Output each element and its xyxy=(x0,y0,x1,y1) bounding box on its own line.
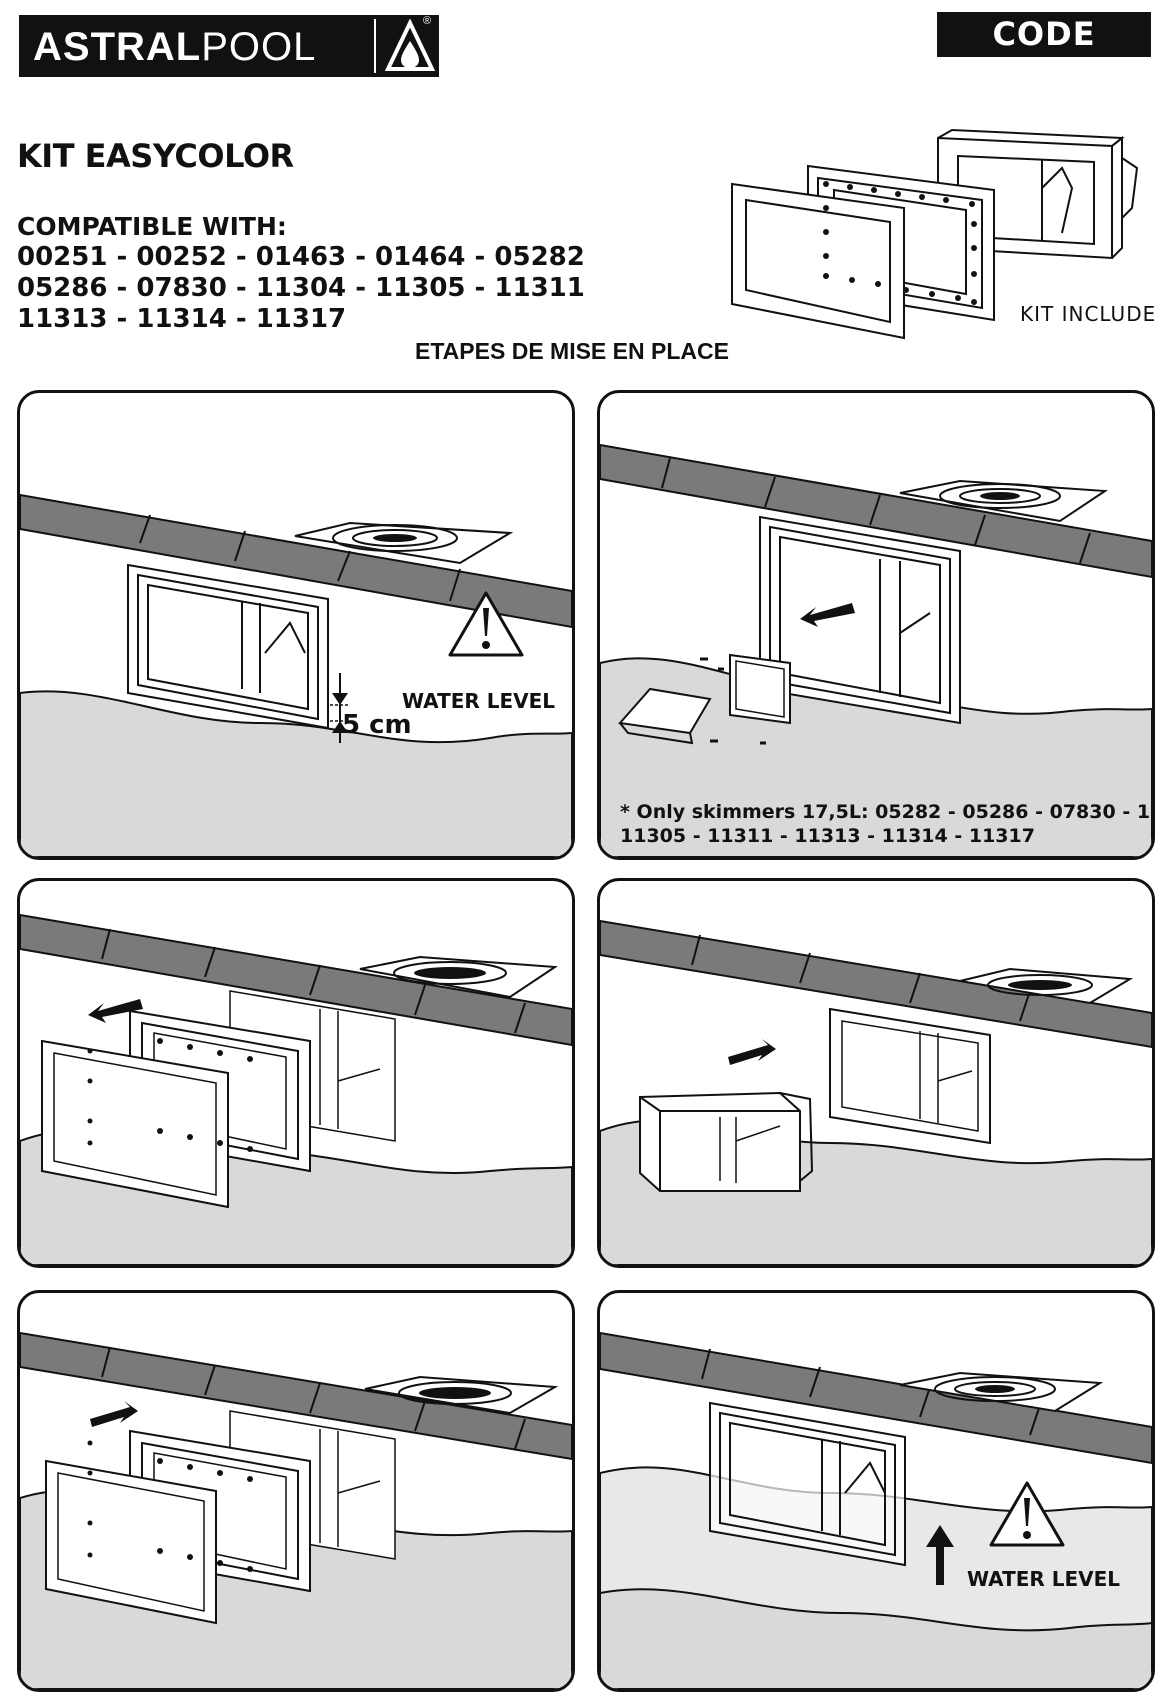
logo-divider xyxy=(374,19,376,73)
step-6-panel: WATER LEVEL xyxy=(597,1290,1155,1692)
kit-include-illustration xyxy=(731,128,1139,340)
astralpool-logo: ASTRALPOOL ® xyxy=(19,15,439,77)
step-2-illustration xyxy=(600,443,1152,857)
step-5-illustration xyxy=(20,1331,572,1689)
steps-title: ETAPES DE MISE EN PLACE xyxy=(415,338,729,364)
step-4-illustration xyxy=(600,919,1152,1265)
distance-label: 5 cm xyxy=(342,710,412,740)
compatible-line-2: 05286 - 07830 - 11304 - 11305 - 11311 xyxy=(17,273,585,303)
step-3-illustration xyxy=(20,913,572,1265)
water-level-label: WATER LEVEL xyxy=(402,689,556,713)
compatible-line-3: 11313 - 11314 - 11317 xyxy=(17,304,347,334)
logo-wordmark: ASTRALPOOL xyxy=(33,25,317,69)
water-level-label-final: WATER LEVEL xyxy=(967,1567,1121,1591)
product-title: KIT EASYCOLOR xyxy=(17,137,294,175)
step-2-panel: * Only skimmers 17,5L: 05282 - 05286 - 0… xyxy=(597,390,1155,860)
kit-include-label: KIT INCLUDE xyxy=(1020,302,1157,326)
skimmer-note-line-1: * Only skimmers 17,5L: 05282 - 05286 - 0… xyxy=(620,801,1155,823)
compatible-label: COMPATIBLE WITH: xyxy=(17,212,287,241)
product-code: CODE 74035 xyxy=(937,12,1151,98)
step-1-illustration xyxy=(20,493,572,857)
step-5-panel xyxy=(17,1290,575,1692)
astralpool-triangle-icon xyxy=(385,19,435,71)
step-3-panel xyxy=(17,878,575,1268)
step-6-illustration xyxy=(600,1331,1152,1689)
step-1-panel: WATER LEVEL 5 cm xyxy=(17,390,575,860)
compatible-line-1: 00251 - 00252 - 01463 - 01464 - 05282 xyxy=(17,242,585,272)
registered-mark: ® xyxy=(423,15,432,27)
step-4-panel xyxy=(597,878,1155,1268)
skimmer-note-line-2: 11305 - 11311 - 11313 - 11314 - 11317 xyxy=(620,825,1035,847)
